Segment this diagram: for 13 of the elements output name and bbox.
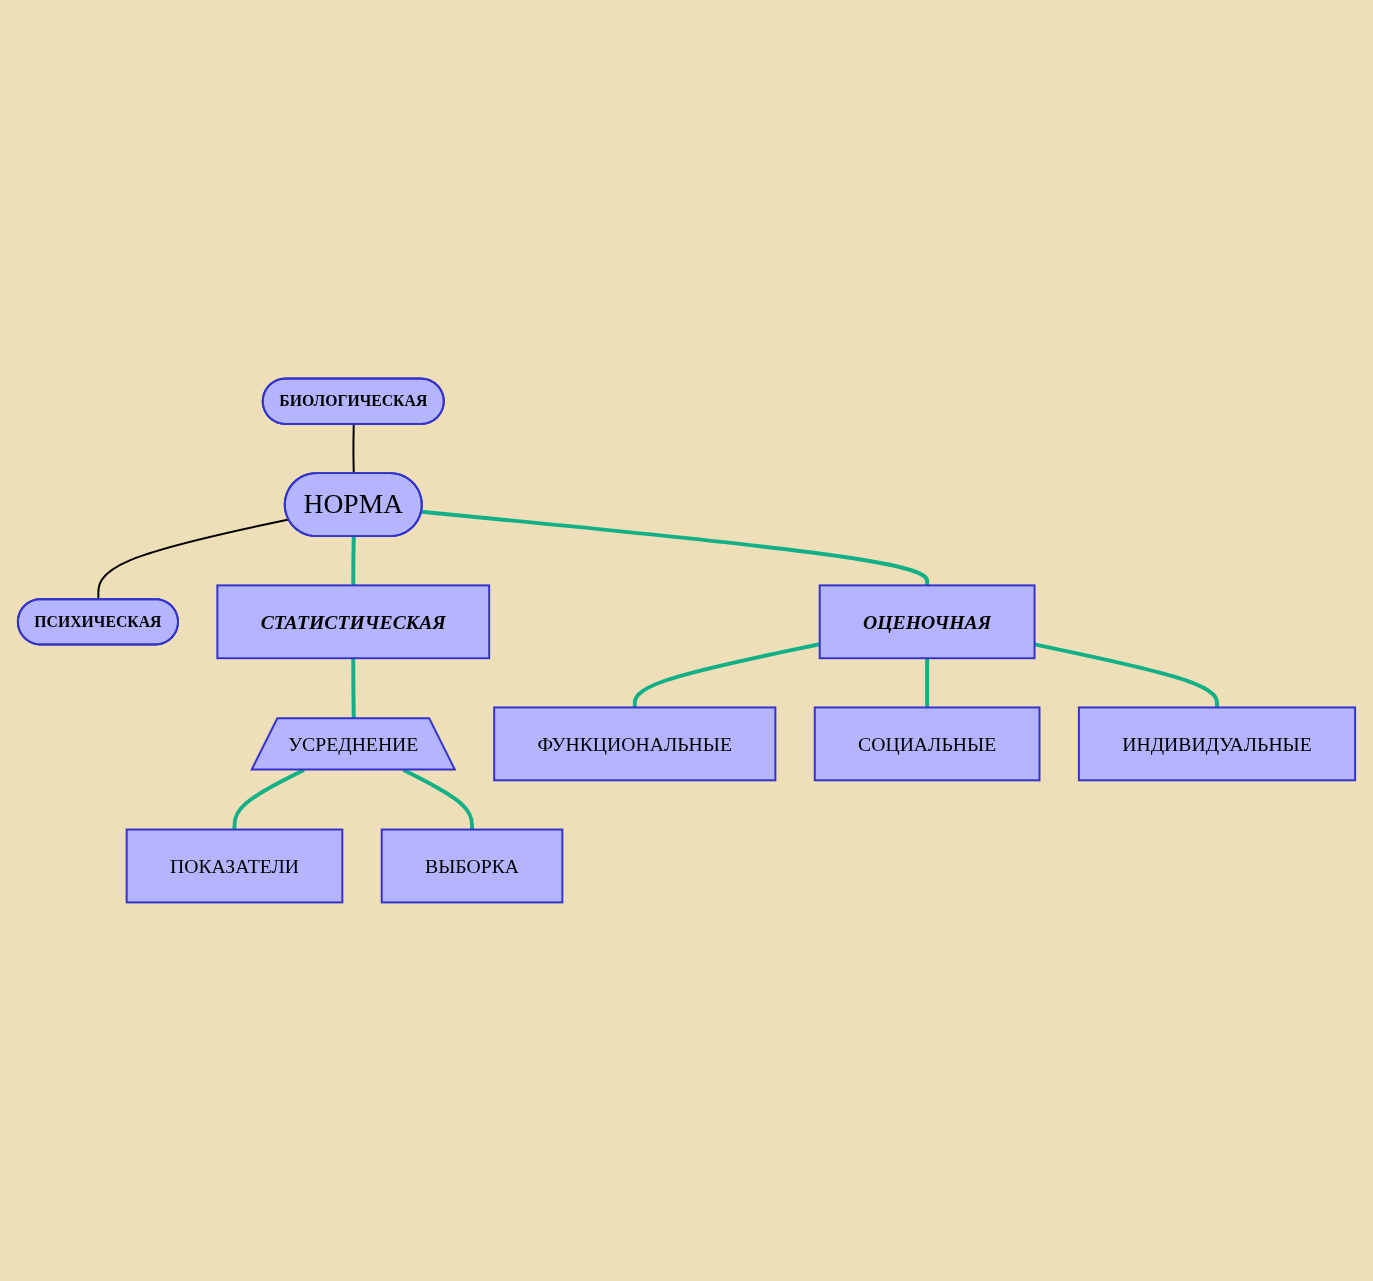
connector: [97, 518, 290, 601]
connector: [352, 423, 355, 475]
connector: [351, 536, 356, 586]
node-box: ИНДИВИДУАЛЬНЫЕ: [1077, 706, 1357, 782]
node-box: ФУНКЦИОНАЛЬНЫЕ: [493, 706, 777, 782]
connector: [1034, 642, 1219, 708]
node-box: СОЦИАЛЬНЫЕ: [813, 706, 1041, 782]
connector: [925, 658, 930, 708]
connector: [351, 658, 356, 719]
node-box: СТАТИСТИЧЕСКАЯ: [216, 584, 491, 660]
node-box: ПОКАЗАТЕЛИ: [125, 828, 344, 904]
node-box: ОЦЕНОЧНАЯ: [818, 584, 1036, 660]
node-box: ВЫБОРКА: [380, 828, 564, 904]
